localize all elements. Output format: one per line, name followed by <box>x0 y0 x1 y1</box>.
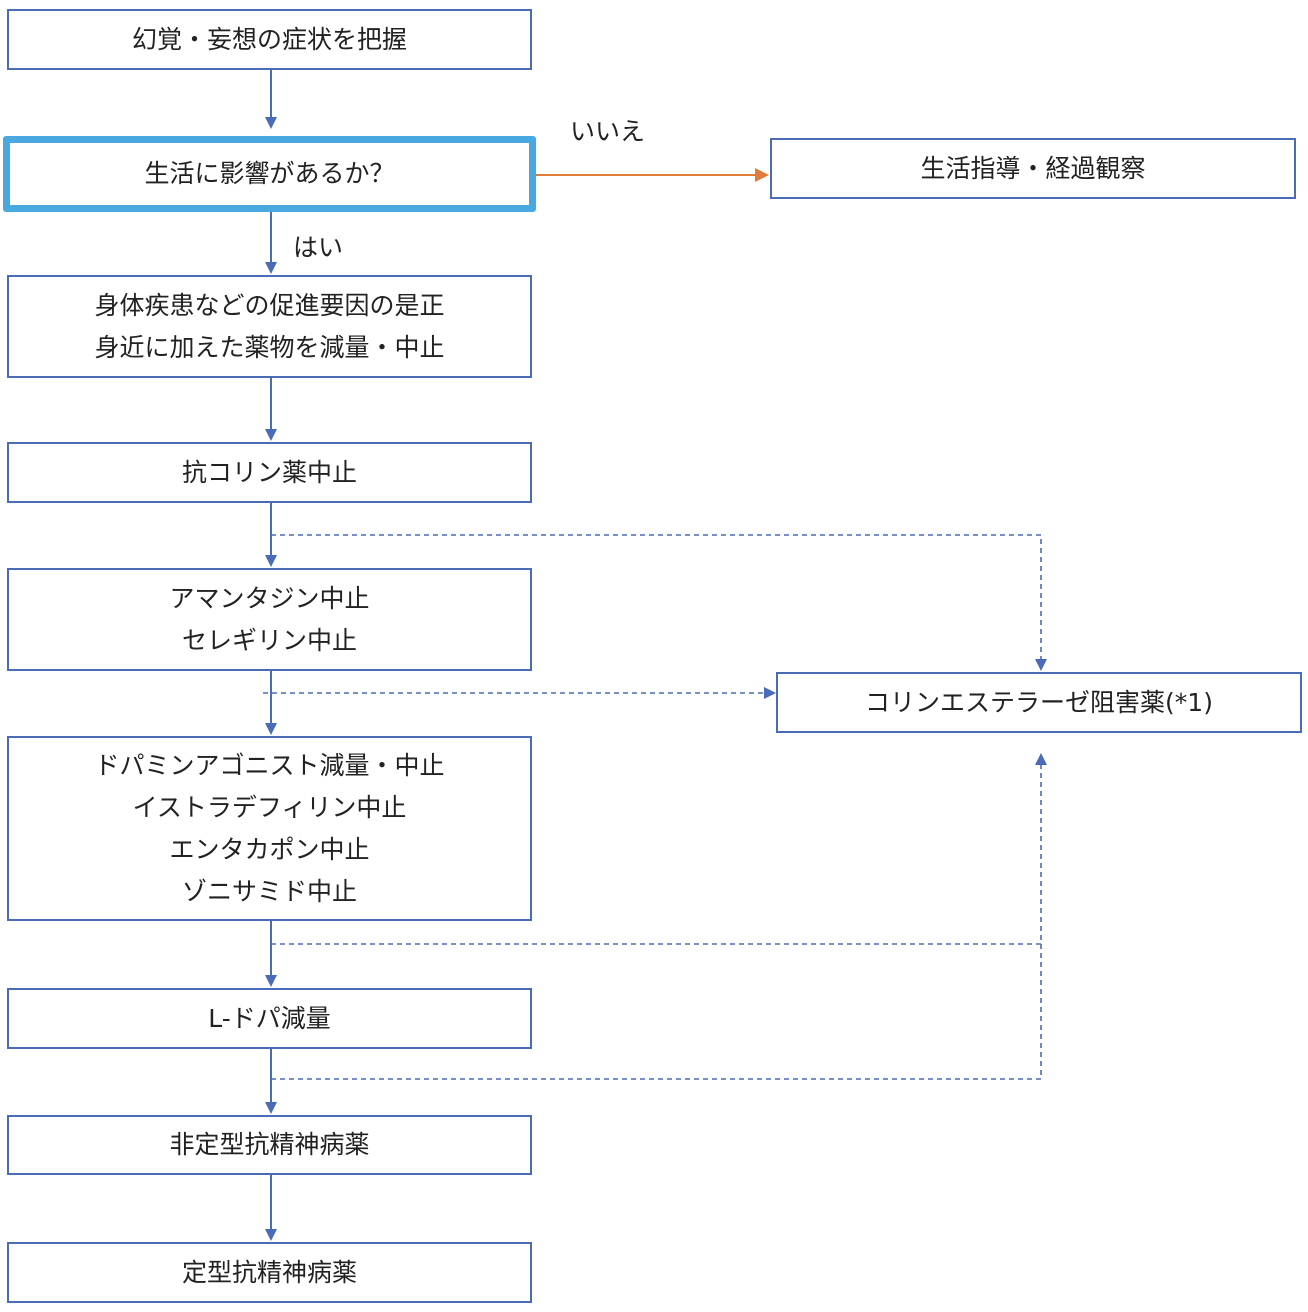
dashed-anticholinergic-to-inhibitor <box>271 534 1047 671</box>
edge-label-no: いいえ <box>570 117 646 146</box>
dopamine-agonist-box: ドパミンアゴニスト減量・中止 イストラデフィリン中止 エンタカポン中止 ゾニサミ… <box>7 736 532 921</box>
typical-antipsychotic-text: 定型抗精神病薬 <box>181 1257 357 1287</box>
anticholinergic-stop-box: 抗コリン薬中止 <box>7 442 532 503</box>
amantadine-selegiline-box: アマンタジン中止 セレギリン中止 <box>7 568 532 671</box>
dopamine-agonist-line: ドパミンアゴニスト減量・中止 <box>94 750 445 780</box>
cholinesterase-inhibitor-box: コリンエステラーゼ阻害薬(*1) <box>776 672 1302 733</box>
edge-label-yes: はい <box>293 233 344 262</box>
atypical-antipsychotic-box: 非定型抗精神病薬 <box>7 1115 532 1175</box>
cholinesterase-inhibitor-text: コリンエステラーゼ阻害薬(*1) <box>865 687 1213 717</box>
istradefylline-line: イストラデフィリン中止 <box>132 792 407 822</box>
impact-question-box: 生活に影響があるか？ <box>3 136 536 212</box>
impact-question-text: 生活に影響があるか？ <box>144 159 395 188</box>
lifestyle-guidance-box: 生活指導・経過観察 <box>770 138 1296 199</box>
correct-factors-line-1: 身体疾患などの促進要因の是正 <box>94 290 445 320</box>
dashed-ldopa-to-inhibitor <box>271 753 1047 1080</box>
assess-symptoms-text: 幻覚・妄想の症状を把握 <box>131 24 407 54</box>
zonisamide-line: ゾニサミド中止 <box>181 876 357 906</box>
lifestyle-guidance-text: 生活指導・経過観察 <box>920 153 1146 183</box>
selegiline-line: セレギリン中止 <box>181 625 357 655</box>
anticholinergic-stop-text: 抗コリン薬中止 <box>181 457 357 487</box>
atypical-antipsychotic-text: 非定型抗精神病薬 <box>169 1130 370 1159</box>
typical-antipsychotic-box: 定型抗精神病薬 <box>7 1242 532 1303</box>
correct-factors-box: 身体疾患などの促進要因の是正 身近に加えた薬物を減量・中止 <box>7 275 532 378</box>
assess-symptoms-box: 幻覚・妄想の症状を把握 <box>7 9 532 70</box>
entacapone-line: エンタカポン中止 <box>169 834 370 864</box>
correct-factors-line-2: 身近に加えた薬物を減量・中止 <box>94 332 445 362</box>
amantadine-line: アマンタジン中止 <box>169 583 370 613</box>
ldopa-reduce-box: L-ドパ減量 <box>7 988 532 1049</box>
ldopa-reduce-text: L-ドパ減量 <box>208 1003 331 1033</box>
